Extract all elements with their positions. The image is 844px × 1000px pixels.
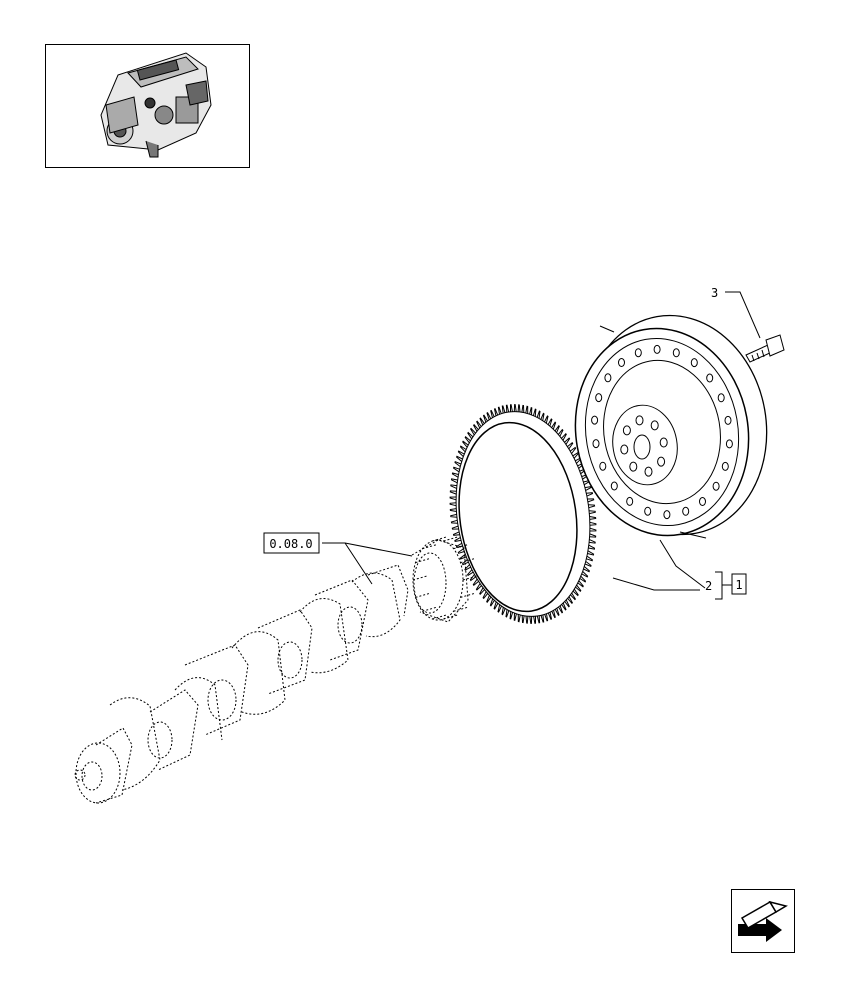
engine-thumbnail-icon	[100, 52, 212, 158]
flywheel-rim-hole	[717, 393, 725, 403]
gear-tooth	[432, 536, 447, 542]
flywheel-hub-hole	[644, 466, 653, 477]
callout-ref-section-label: 0.08.0	[269, 537, 312, 551]
flywheel-rim-hole	[699, 497, 706, 506]
next-page-button[interactable]	[731, 889, 795, 953]
flywheel-bolt	[745, 334, 785, 363]
flywheel-hub-hole	[622, 425, 631, 436]
gear-tooth	[422, 544, 437, 550]
gear-tooth	[462, 575, 478, 581]
flywheel-rim-hole	[591, 415, 599, 425]
next-page-arrow-icon	[738, 900, 788, 942]
flywheel-rim-hole	[592, 439, 600, 449]
flywheel-rim-hole	[595, 393, 603, 403]
flywheel-rim-hole	[604, 373, 612, 383]
callout-ref-group[interactable]: 1	[731, 573, 747, 595]
flywheel-hub-hole	[650, 420, 659, 431]
flywheel-rim-hole	[690, 358, 698, 368]
gear-tooth	[460, 558, 475, 564]
gear-tooth	[453, 606, 468, 612]
gear-tooth	[460, 592, 475, 598]
callout-item-2: 2	[705, 579, 712, 593]
flywheel-rim-hole	[644, 506, 652, 516]
flywheel-rim-hole	[672, 348, 680, 358]
engine-thumbnail[interactable]	[45, 44, 250, 168]
flywheel-rim-hole	[725, 439, 733, 449]
callout-item-3: 3	[711, 286, 718, 300]
gear-tooth	[422, 606, 437, 612]
flywheel-rim-hole	[626, 496, 634, 506]
flywheel-hub-hole	[629, 461, 638, 472]
gear-tooth	[443, 614, 458, 620]
flywheel-rim-hole	[712, 481, 720, 491]
flywheel-rim-hole	[721, 461, 729, 471]
flywheel-hub-hole	[659, 437, 668, 448]
callout-ref-group-label: 1	[735, 578, 742, 592]
flywheel-rim-hole	[663, 510, 671, 520]
flywheel-rim-hole	[682, 506, 690, 516]
gear-tooth	[415, 558, 430, 564]
flywheel-rim-hole	[653, 344, 661, 354]
flywheel-hub-hole	[620, 444, 629, 455]
leader-lines	[322, 291, 761, 600]
flywheel-rim-hole	[724, 415, 732, 425]
callout-ref-section[interactable]: 0.08.0	[263, 532, 320, 554]
gear-tooth	[412, 575, 428, 581]
flywheel-rim-hole	[618, 358, 625, 367]
gear-tooth	[432, 614, 447, 620]
flywheel-rim-hole	[706, 373, 714, 383]
flywheel-hub-hole	[657, 456, 666, 467]
flywheel-hub-hole	[635, 415, 644, 426]
ring-gear	[449, 404, 597, 624]
crankshaft	[74, 564, 409, 804]
gear-tooth	[443, 536, 458, 542]
ring-gear-teeth	[449, 404, 597, 624]
flywheel-rim-hole	[599, 461, 607, 471]
flywheel-rim-hole	[610, 481, 618, 491]
gear-tooth	[415, 592, 430, 598]
flywheel-rim-hole	[634, 348, 642, 358]
timing-gear	[411, 536, 478, 623]
flywheel	[574, 314, 768, 539]
